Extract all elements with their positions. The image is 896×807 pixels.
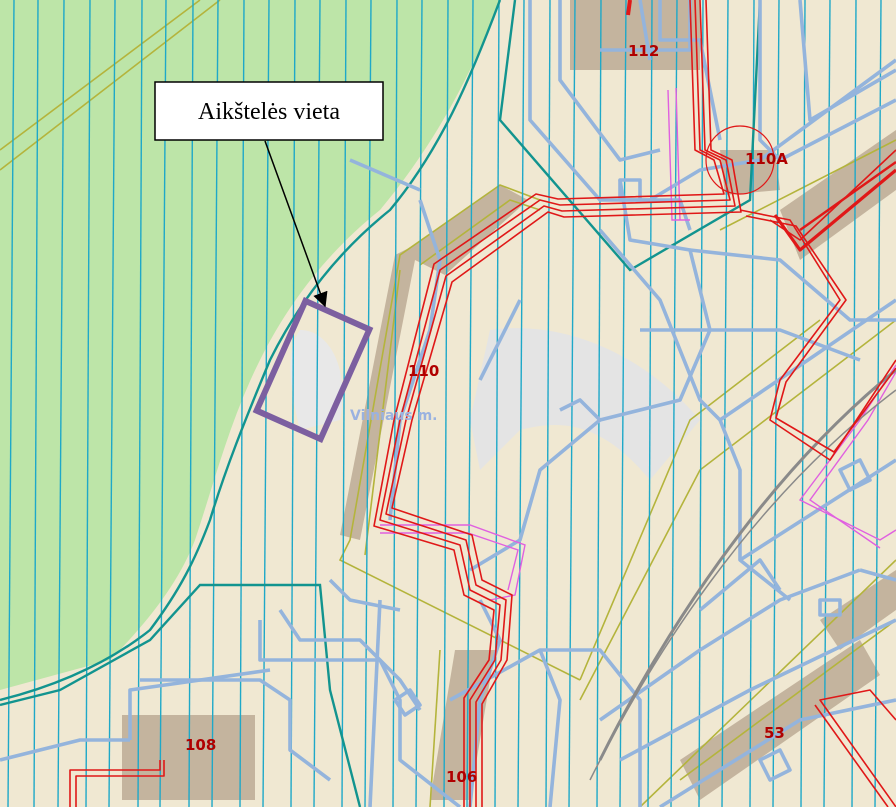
building-ne [780,130,896,260]
power-lines [69,0,896,807]
building-label-108: 108 [185,736,216,754]
street-label: Vilniaus m. [350,408,437,424]
callout-box: Aikštelės vieta [154,81,384,141]
building-labels: 112 110A 110 108 106 53 [185,42,788,786]
building-label-112: 112 [628,42,659,60]
building-112 [570,0,700,70]
building-label-110: 110 [408,362,439,380]
callout-arrow [264,140,328,308]
building-108 [122,715,255,800]
buildings-layer [122,0,896,800]
site-marker [252,296,374,444]
building-label-110a: 110A [745,150,788,168]
teal-boundaries [0,0,762,807]
building-label-106: 106 [446,768,477,786]
callout-label: Aikštelės vieta [198,99,340,125]
building-label-53: 53 [764,724,785,742]
building-110 [340,185,528,540]
rail-line [589,368,896,781]
building-53 [680,640,880,800]
